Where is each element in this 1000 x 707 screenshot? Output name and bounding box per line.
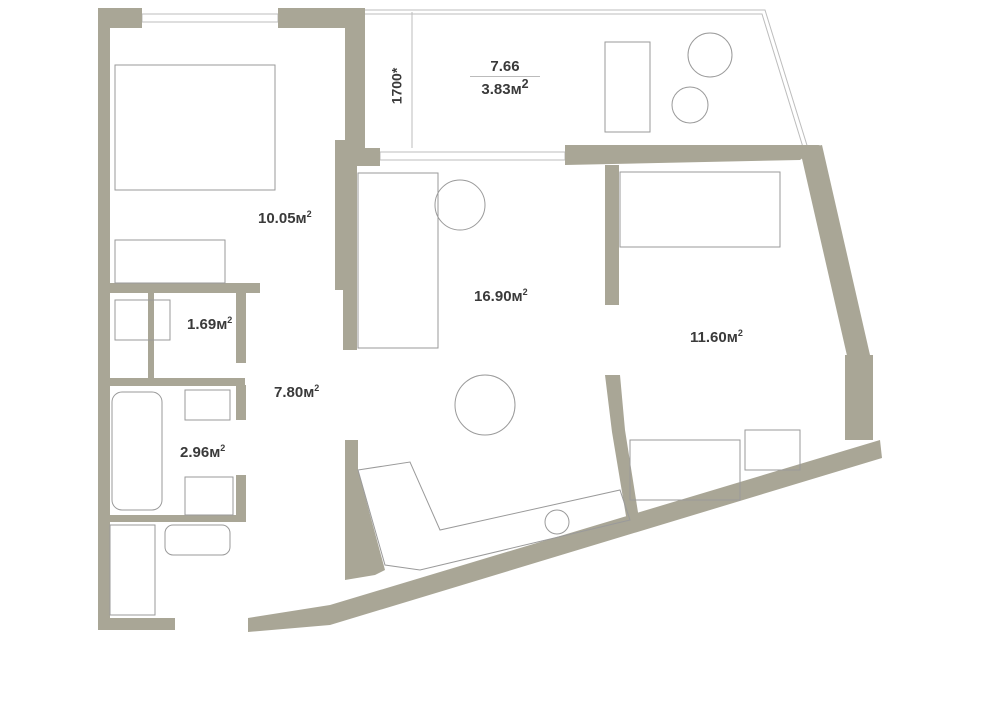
room-area-bathroom: 2.96м2 xyxy=(180,443,226,461)
dining-table xyxy=(454,374,516,436)
armchair xyxy=(434,179,486,231)
wardrobe-1 xyxy=(114,239,226,284)
washing-machine xyxy=(184,476,234,516)
sink xyxy=(184,389,231,421)
bed-2 xyxy=(619,171,781,248)
room-area-toilet: 1.69м2 xyxy=(187,315,233,333)
balcony-area: 3.83м xyxy=(481,81,522,98)
room-area-living-room: 16.90м2 xyxy=(474,287,528,305)
room-area-hallway: 7.80м2 xyxy=(274,383,320,401)
balcony-length: 7.66 xyxy=(470,58,540,77)
furniture xyxy=(109,32,801,616)
wardrobe-2 xyxy=(629,439,741,501)
balcony-label: 7.66 3.83м2 xyxy=(470,58,540,98)
patio-table xyxy=(671,86,709,124)
bench xyxy=(164,524,231,556)
patio-chair-2 xyxy=(687,32,733,78)
patio-chair xyxy=(604,41,651,133)
shoe-rack xyxy=(109,524,156,616)
bathtub xyxy=(111,391,163,511)
room-area-bedroom-2: 11.60м2 xyxy=(690,328,743,346)
room-area-bedroom-1: 10.05м2 xyxy=(258,209,312,227)
bed-1 xyxy=(114,64,276,191)
cooktop xyxy=(544,509,570,535)
kitchen-counter xyxy=(357,461,631,571)
walls xyxy=(98,8,882,632)
toilet xyxy=(114,299,171,341)
sofa xyxy=(357,172,439,349)
balcony-height-dimension: 1700* xyxy=(388,67,405,105)
desk xyxy=(744,429,801,471)
